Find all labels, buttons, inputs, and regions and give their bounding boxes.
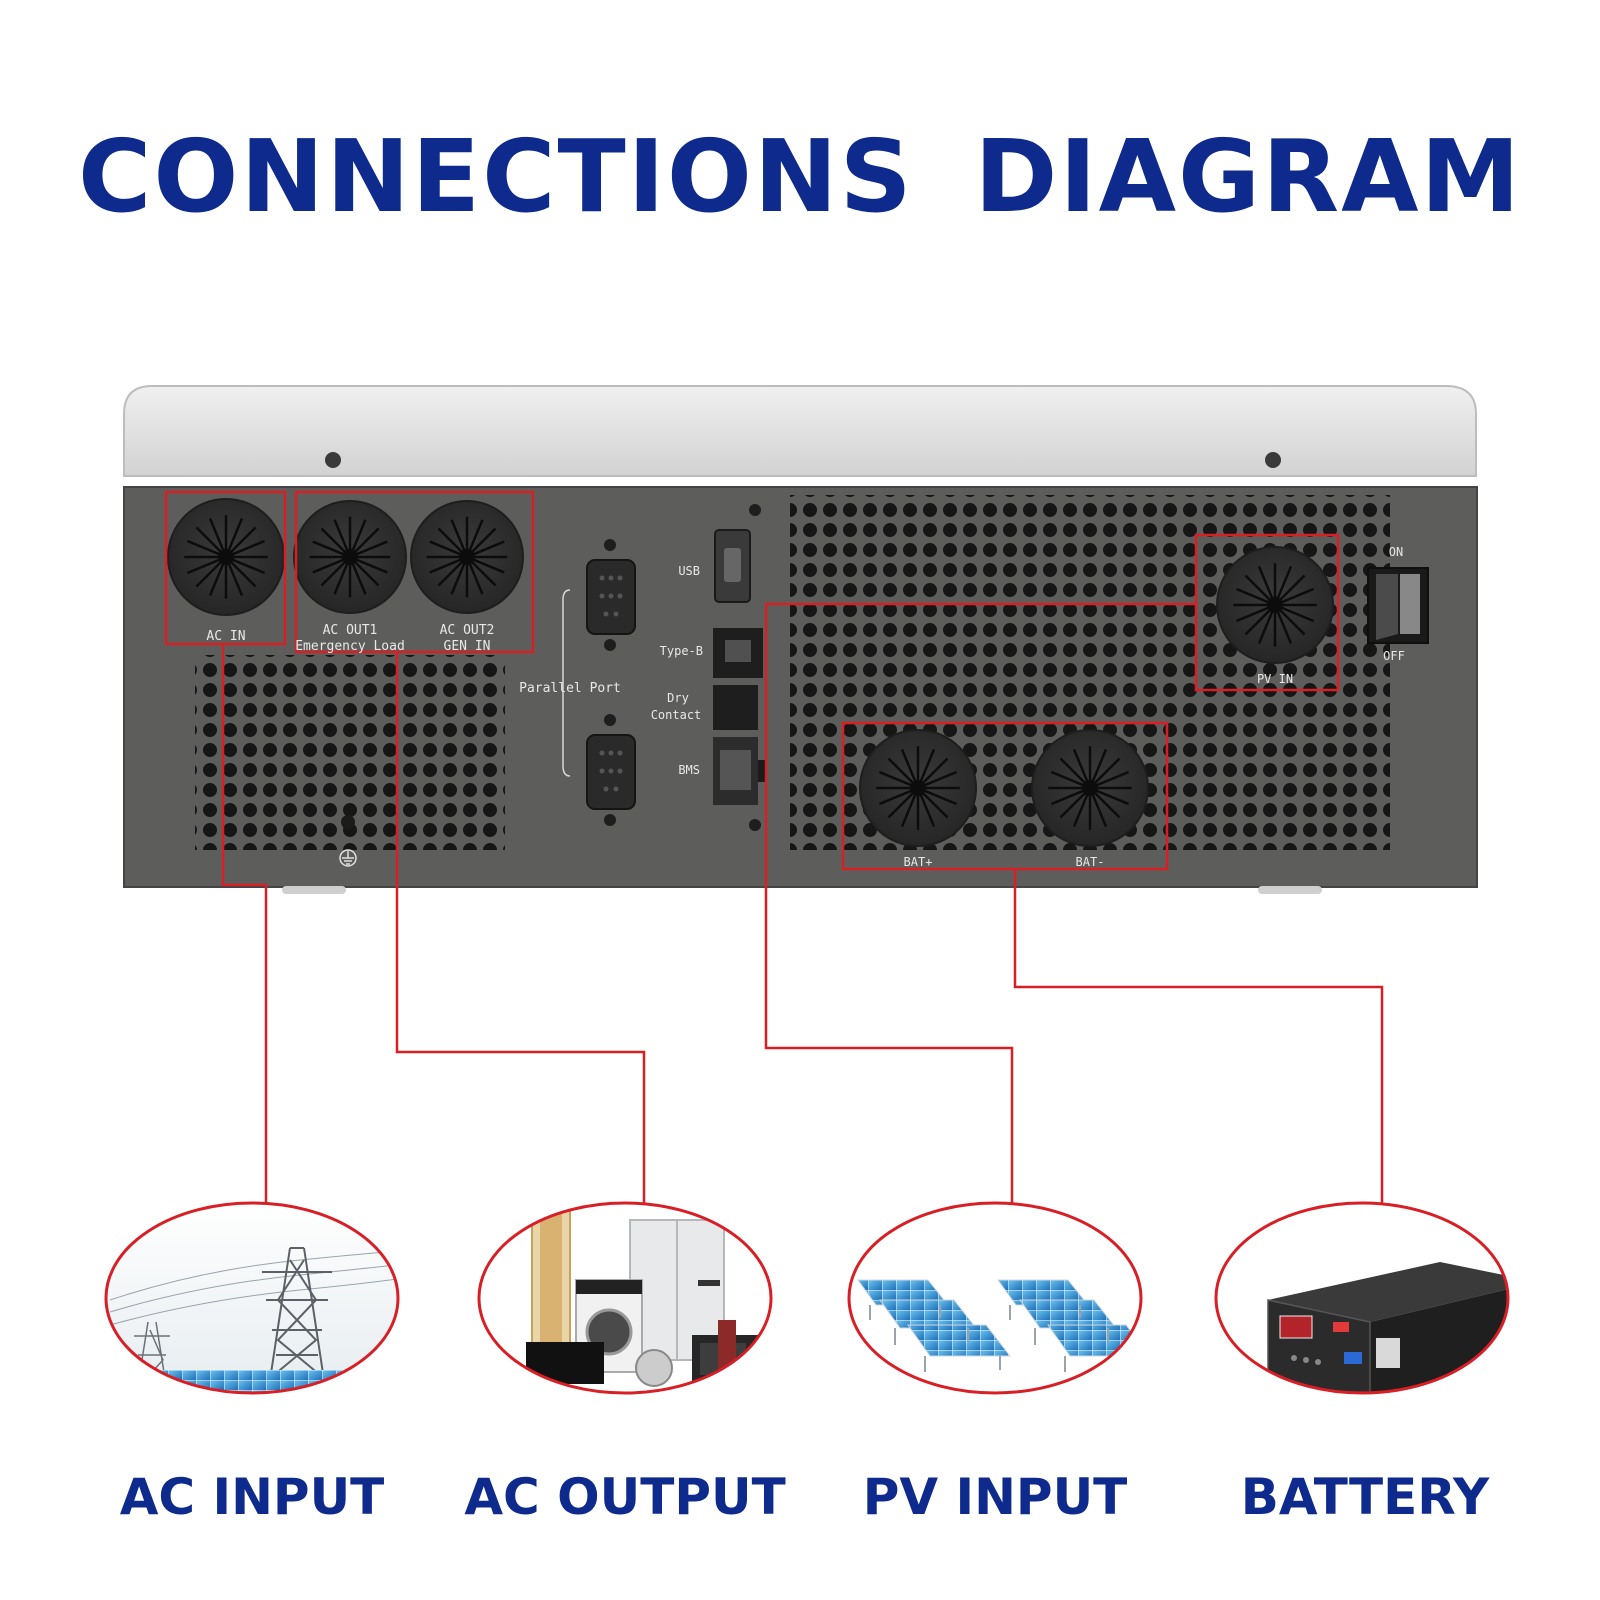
gland-pv-in	[1216, 546, 1334, 664]
ellipse-ac-output	[477, 1201, 773, 1395]
parallel-port-bracket	[562, 589, 571, 777]
label-ac-out1: AC OUT1	[323, 623, 378, 638]
ground-screw	[341, 815, 355, 829]
label-bat-plus: BAT+	[904, 855, 933, 869]
ellipse-ac-input	[104, 1201, 400, 1395]
inverter-lid	[123, 385, 1477, 477]
line-pv-input	[764, 602, 1196, 1225]
ac-output-image	[479, 1203, 771, 1393]
label-gen-in: GEN IN	[444, 639, 491, 654]
label-type-b: Type-B	[660, 644, 703, 658]
label-ac-in: AC IN	[206, 629, 245, 644]
foot-right	[1258, 886, 1322, 894]
label-dry: Dry	[667, 691, 689, 705]
category-ac-input: AC INPUT	[119, 1468, 385, 1526]
solar-panel-icon	[857, 1279, 1141, 1372]
screw-right	[1265, 452, 1281, 468]
highlight-battery	[841, 721, 1169, 871]
dry-contact-port[interactable]	[713, 685, 758, 730]
gland-ac-out2	[410, 500, 524, 614]
panel-labels: AC IN AC OUT1 Emergency Load AC OUT2 GEN…	[206, 545, 1404, 869]
gland-ac-in	[167, 498, 285, 616]
ellipse-pv-input	[847, 1201, 1143, 1395]
foot-left	[282, 886, 346, 894]
power-switch[interactable]	[1367, 567, 1429, 644]
connection-lines	[221, 602, 1384, 1225]
screw-left	[325, 452, 341, 468]
gland-ac-out1	[293, 500, 407, 614]
communication-ports	[562, 504, 767, 831]
blender-icon	[718, 1320, 736, 1370]
page-title: CONNECTIONS DIAGRAM	[77, 118, 1523, 235]
category-pv-input: PV INPUT	[862, 1468, 1128, 1526]
ac-input-image	[106, 1203, 398, 1393]
line-ac-input	[221, 644, 268, 1225]
label-usb: USB	[678, 564, 700, 578]
line-battery	[1013, 869, 1384, 1225]
battery-icon	[1267, 1262, 1508, 1393]
rice-cooker-icon	[635, 1349, 673, 1387]
label-bms: BMS	[678, 763, 700, 777]
label-emergency-load: Emergency Load	[295, 639, 405, 654]
pv-input-image	[849, 1203, 1141, 1393]
gland-bat-plus	[859, 729, 977, 847]
highlight-pv-in	[1194, 533, 1340, 692]
ground-symbol-icon	[339, 849, 357, 867]
ellipse-battery	[1214, 1201, 1510, 1395]
label-contact: Contact	[651, 708, 702, 722]
highlight-ac-in	[164, 490, 287, 646]
category-battery: BATTERY	[1240, 1468, 1490, 1526]
label-bat-minus: BAT-	[1076, 855, 1105, 869]
label-parallel-port: Parallel Port	[519, 681, 621, 696]
label-on: ON	[1389, 545, 1403, 559]
highlight-boxes	[164, 490, 1340, 871]
label-off: OFF	[1383, 649, 1405, 663]
tv-icon	[526, 1342, 604, 1384]
label-ac-out2: AC OUT2	[440, 623, 495, 638]
battery-image	[1216, 1203, 1508, 1393]
label-pv-in: PV IN	[1257, 672, 1293, 686]
category-ellipses	[104, 1201, 1510, 1395]
tower-large-icon	[262, 1247, 332, 1381]
gland-bat-minus	[1031, 729, 1149, 847]
highlight-ac-out	[294, 490, 535, 654]
category-ac-output: AC OUTPUT	[464, 1468, 786, 1526]
tower-small-icon	[134, 1321, 170, 1386]
line-ac-output	[395, 652, 646, 1225]
